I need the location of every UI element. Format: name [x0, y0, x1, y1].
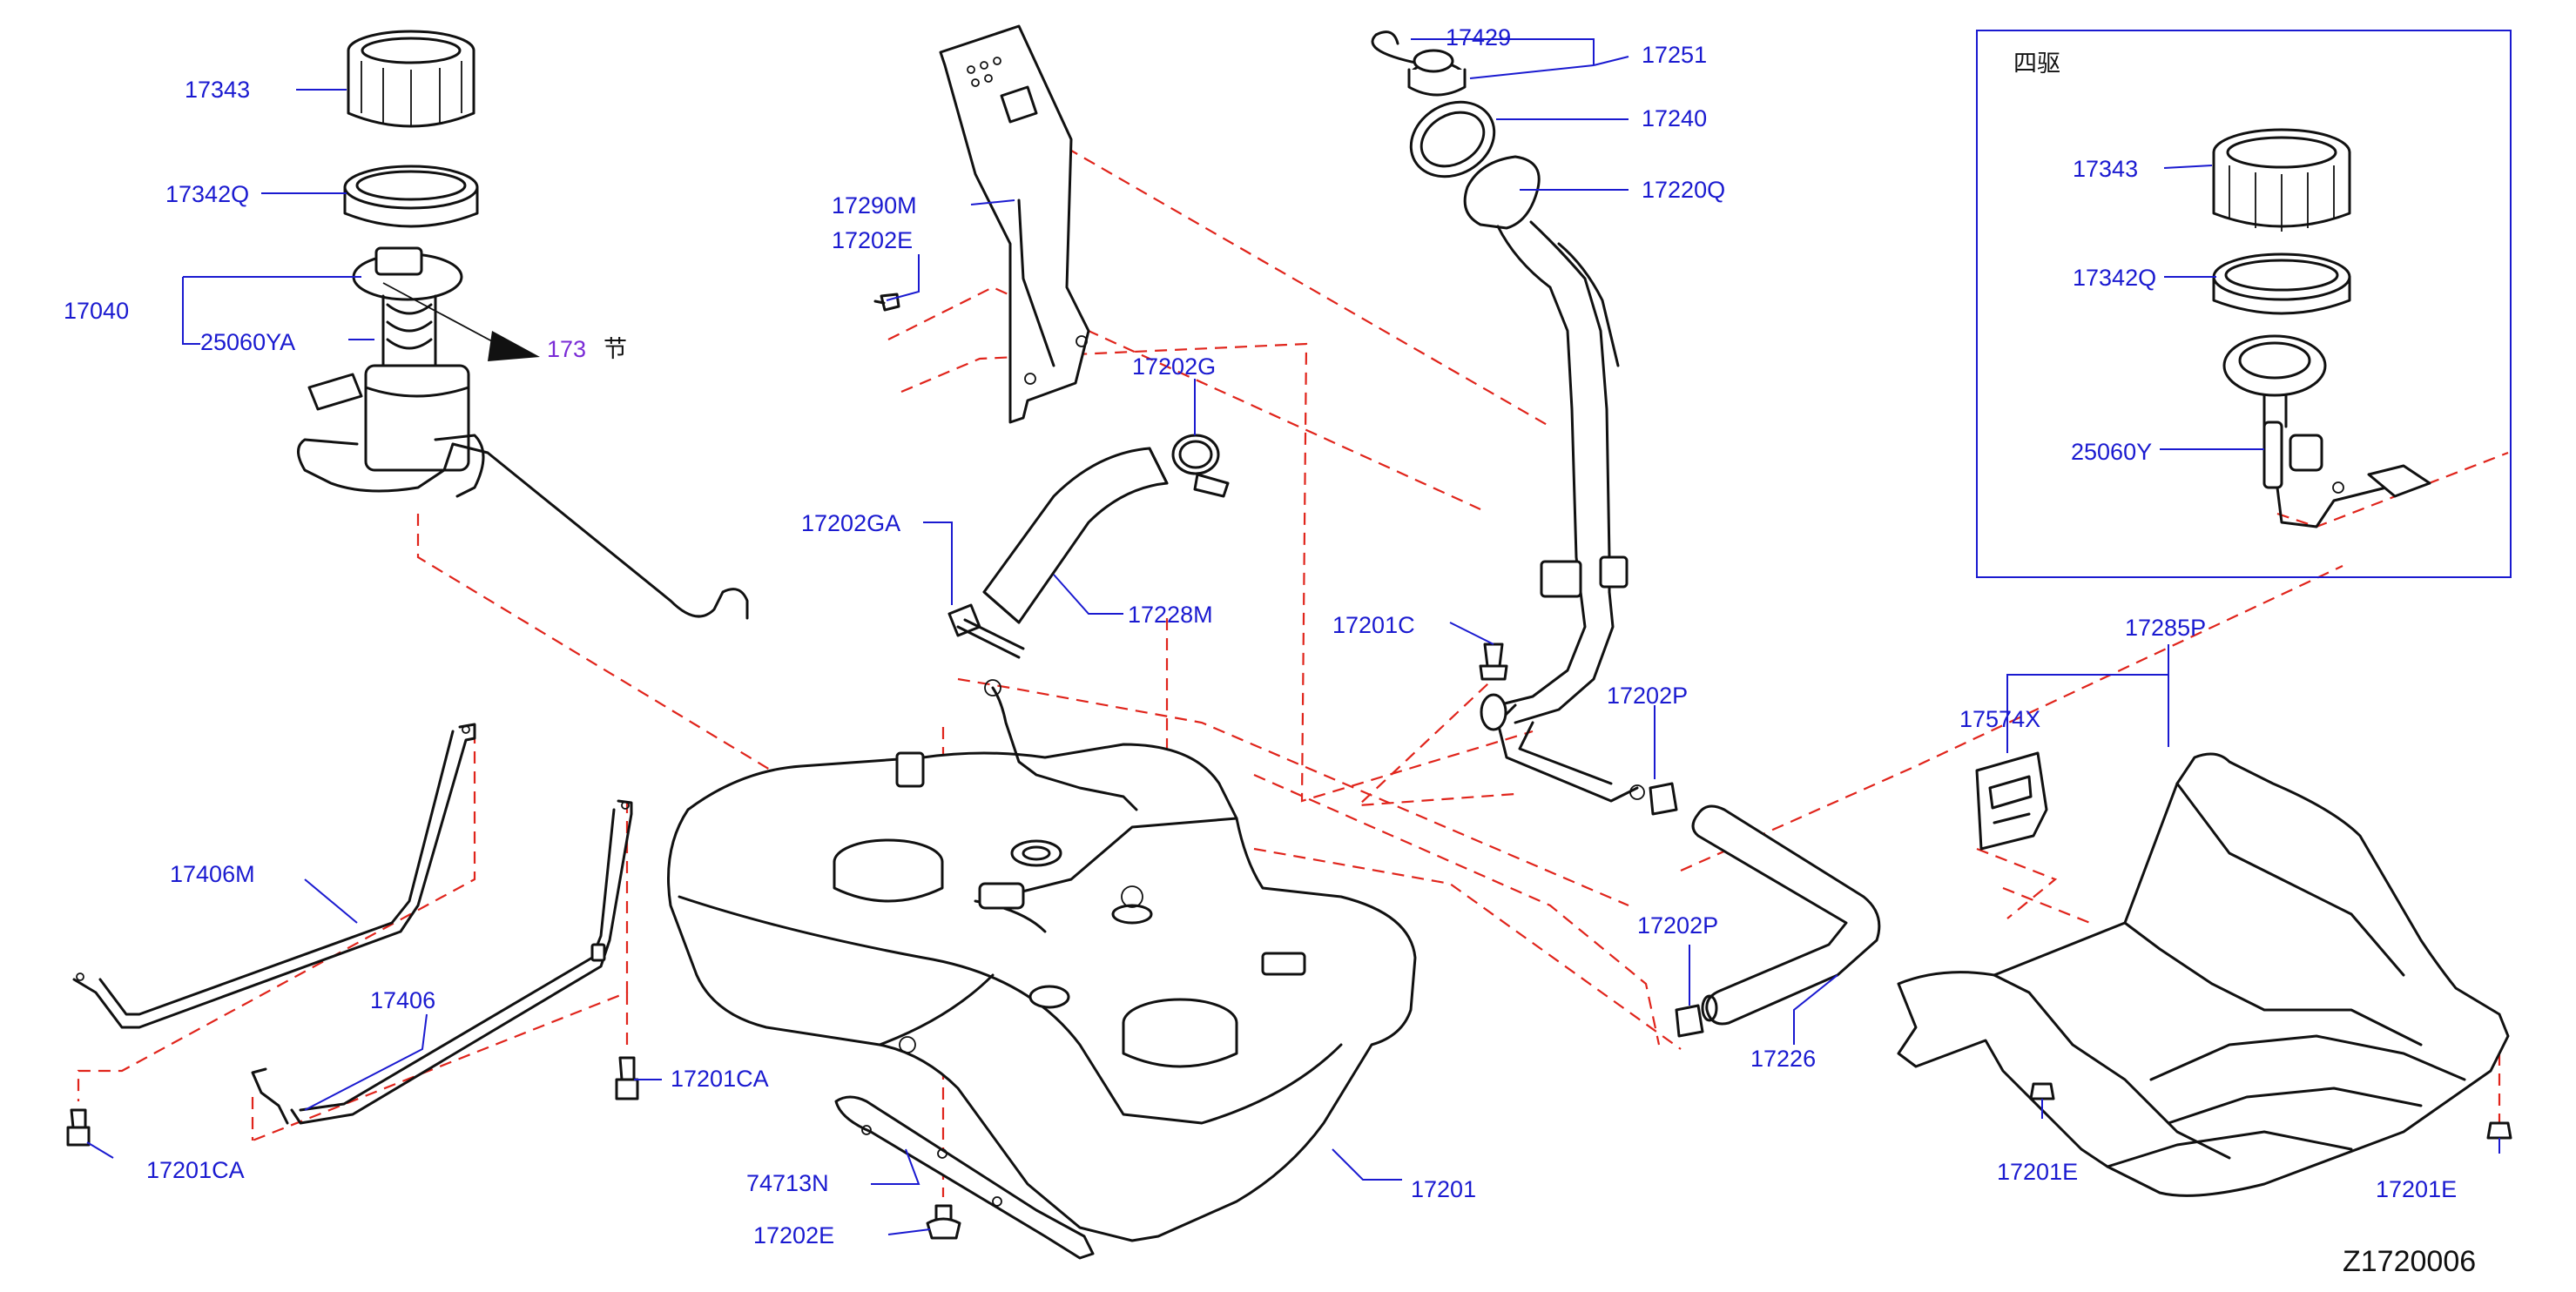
part-labels: 17343 17342Q 17040 25060YA 173 节 17290M … — [64, 24, 2476, 1278]
inset-title: 四驱 — [2013, 50, 2060, 77]
inset-seal-17342Q — [2212, 252, 2351, 315]
fuel-pump-seal-17342Q — [343, 165, 479, 228]
section-ref-suffix: 节 — [604, 336, 627, 362]
label-25060YA: 25060YA — [200, 329, 295, 355]
filler-cap-17251 — [1371, 30, 1467, 97]
label-17202E-top: 17202E — [832, 227, 913, 253]
label-17228M: 17228M — [1128, 602, 1213, 628]
diagram-id: Z1720006 — [2343, 1245, 2476, 1278]
bolt-17201CA-b — [615, 1056, 639, 1100]
label-17406: 17406 — [370, 987, 435, 1013]
section-arrow — [382, 282, 540, 361]
inset-sender-25060Y — [2222, 334, 2431, 528]
label-17040: 17040 — [64, 298, 129, 324]
label-inset-17342Q: 17342Q — [2073, 265, 2156, 291]
clamp-17202P-upper — [1649, 782, 1678, 816]
label-17574X: 17574X — [1959, 706, 2040, 732]
nut-17201E-b — [2486, 1121, 2512, 1140]
bolt-17201CA-a — [66, 1108, 91, 1147]
filler-neck-17220Q — [1463, 155, 1645, 803]
fuel-tank-17201 — [667, 679, 1417, 1242]
label-17251: 17251 — [1642, 42, 1707, 68]
label-17342Q: 17342Q — [165, 181, 249, 207]
clamp-17202P-lower — [1675, 1004, 1704, 1038]
label-17202GA: 17202GA — [801, 510, 900, 536]
label-inset-25060Y: 25060Y — [2071, 439, 2152, 465]
section-ref-number[interactable]: 173 — [547, 336, 586, 362]
clamp-17202GA — [947, 603, 1025, 659]
filler-ring-17240 — [1409, 100, 1496, 178]
hose-17226 — [1691, 804, 1881, 1026]
label-17226: 17226 — [1750, 1046, 1816, 1072]
label-17429: 17429 — [1446, 24, 1511, 50]
strip-74713N — [834, 1095, 1095, 1260]
label-17201E-left: 17201E — [1997, 1159, 2078, 1185]
label-17290M: 17290M — [832, 192, 917, 219]
label-17220Q: 17220Q — [1642, 177, 1725, 203]
bolt-17201C — [1479, 643, 1508, 681]
label-17202P-upper: 17202P — [1607, 683, 1688, 709]
hose-17228M — [982, 447, 1169, 624]
label-17343: 17343 — [185, 77, 250, 103]
filler-bracket-17290M — [939, 24, 1090, 424]
label-17202E-bottom: 17202E — [753, 1222, 834, 1248]
inset-ring-17343 — [2212, 128, 2351, 232]
strap-17406 — [251, 799, 633, 1125]
label-17406M: 17406M — [170, 861, 255, 887]
label-17201CA-left: 17201CA — [146, 1157, 245, 1183]
clamp-17202G — [1171, 434, 1230, 498]
bolt-17202E-bottom — [926, 1204, 961, 1240]
fuel-pump-module-17040 — [297, 246, 749, 620]
label-17202P-lower: 17202P — [1637, 912, 1718, 939]
label-17285P: 17285P — [2125, 615, 2206, 641]
bolt-17202E-top — [873, 293, 900, 312]
label-17201E-right: 17201E — [2376, 1176, 2457, 1202]
leader-lines — [86, 38, 2500, 1235]
label-inset-17343: 17343 — [2073, 156, 2138, 182]
label-17201: 17201 — [1411, 1176, 1476, 1202]
label-74713N: 74713N — [746, 1170, 829, 1196]
label-17202G: 17202G — [1132, 353, 1216, 380]
label-17201C: 17201C — [1332, 612, 1415, 638]
clip-17574X — [1975, 751, 2048, 851]
nut-17201E-a — [2029, 1082, 2055, 1100]
fuel-pump-ring-17343 — [347, 30, 475, 128]
inset-box — [1976, 30, 2512, 578]
label-17201CA-right: 17201CA — [671, 1066, 769, 1092]
label-17240: 17240 — [1642, 105, 1707, 131]
strap-17406M — [72, 723, 476, 1029]
